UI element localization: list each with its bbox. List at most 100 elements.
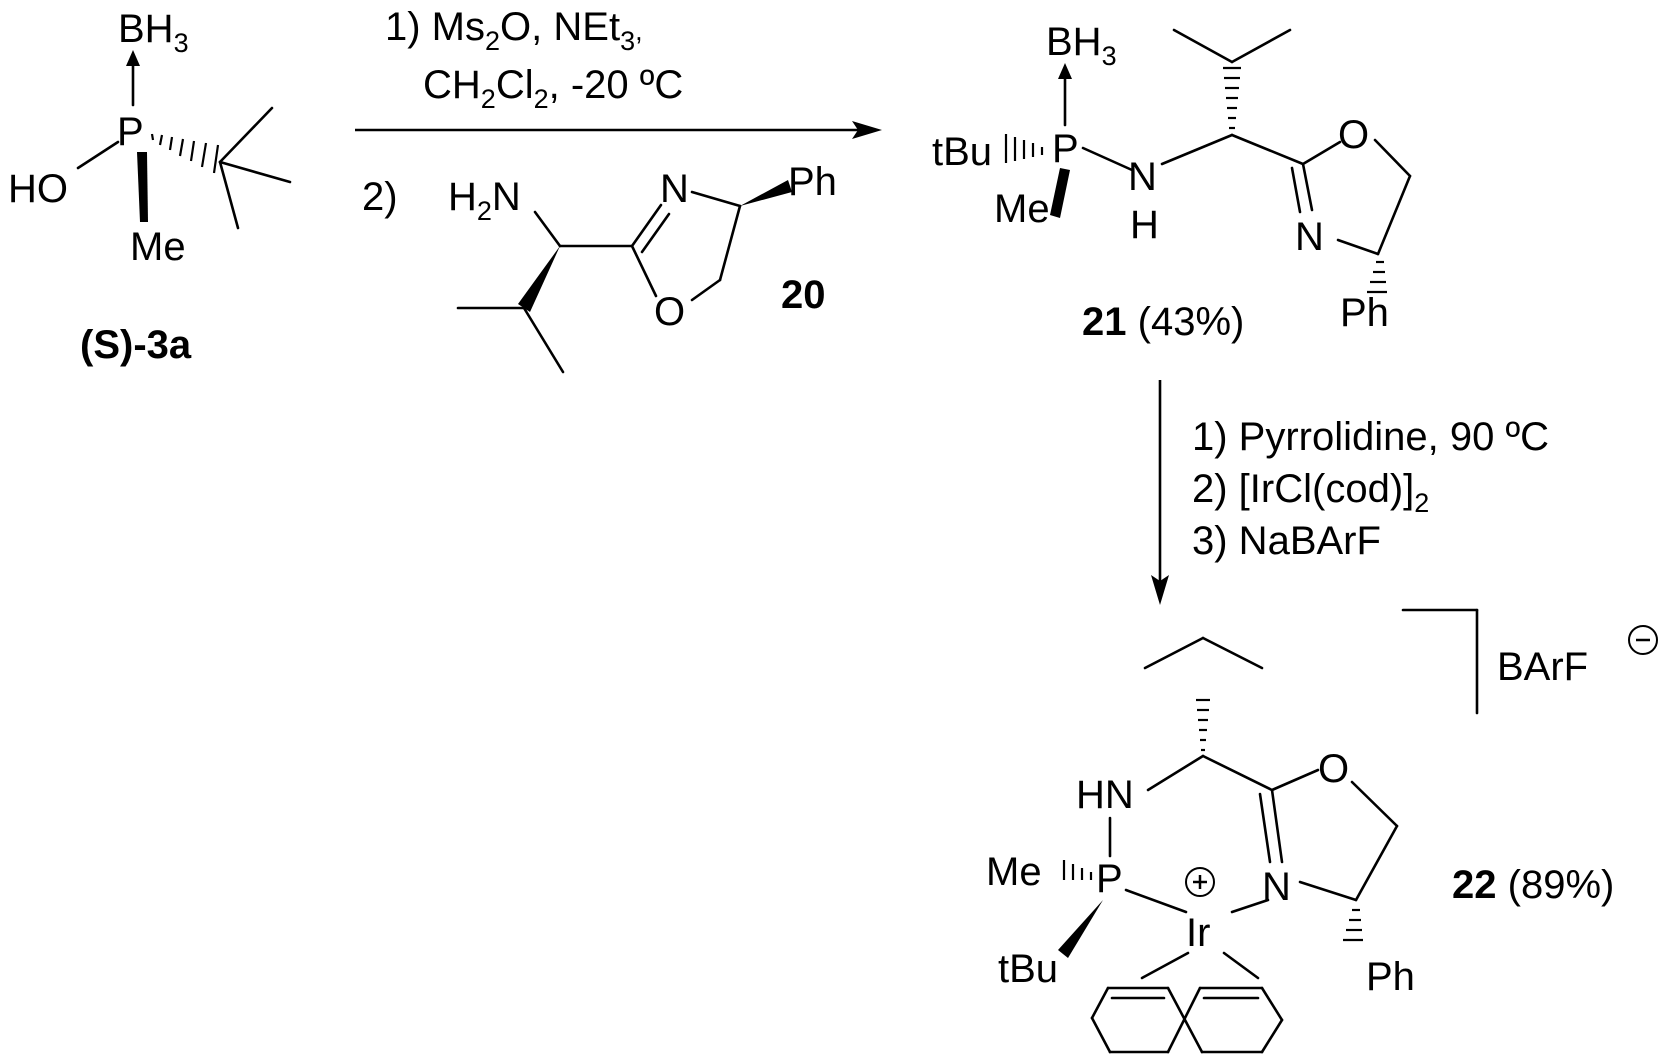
- p-tbu-wedge-22: [1058, 900, 1103, 958]
- ipr-methyl-bond-2-22: [1201, 636, 1264, 670]
- ipr-methyl-bond-2-21: [1230, 28, 1292, 64]
- ipr-methyl-bond-2: [522, 306, 565, 374]
- n3-c4-bond: [690, 190, 742, 208]
- compound-label-s-3a: (S)-3a: [80, 323, 192, 367]
- p-me-bold-bond: [137, 152, 148, 222]
- step-2-reagents: 1) Pyrrolidine, 90 ºC 2) [IrCl(cod)]2 3)…: [1192, 415, 1549, 563]
- o1-c5-bond-22: [1350, 780, 1399, 828]
- reagent-ch2cl2-temp: CH2Cl2, -20 ºC: [423, 63, 683, 114]
- calpha-ipr-wedge: [518, 246, 560, 312]
- c4-ph-hashed-bond-22: [1343, 908, 1363, 942]
- nh-n-label-21: N: [1128, 155, 1157, 199]
- ir-n-bond-22: [1230, 898, 1270, 914]
- step-1-reagents: 1) Ms2O, NEt3, CH2Cl2, -20 ºC 2): [362, 5, 683, 219]
- bh3-atom-label-21: BH3: [1046, 20, 1117, 71]
- c4-ph-wedge: [740, 180, 792, 206]
- tbu-label-21: tBu: [932, 130, 992, 174]
- reaction-arrow-2: [1151, 380, 1169, 605]
- c5-c4-bond-21: [1376, 174, 1412, 256]
- phenyl-label-22: Ph: [1366, 955, 1415, 999]
- c2-n3-double-bond-b-21: [1290, 166, 1302, 214]
- c2-n3-double-bond-a: [630, 203, 663, 248]
- c2-n3-double-bond-a-21: [1301, 162, 1314, 212]
- c5-o1-bond: [690, 278, 722, 302]
- reaction-arrow-1: [355, 121, 882, 139]
- c4-n3-bond-22: [1298, 880, 1358, 902]
- iridium-label-22: Ir: [1186, 911, 1210, 955]
- calpha-ipr-hashed-bond-21: [1223, 66, 1241, 130]
- oxazoline-o-label-22: O: [1318, 747, 1349, 791]
- calpha-c2-bond-22: [1201, 754, 1274, 792]
- phenyl-label-21: Ph: [1340, 291, 1389, 335]
- oxazoline-o-label-21: O: [1338, 113, 1369, 157]
- c5-c4-bond-22: [1354, 824, 1399, 902]
- phosphorus-atom-label-21: P: [1052, 127, 1079, 171]
- p-me-bold-bond-21: [1050, 168, 1070, 218]
- reagent-pyrrolidine: 1) Pyrrolidine, 90 ºC: [1192, 415, 1549, 459]
- calpha-n-bond-22: [1146, 754, 1205, 792]
- n-calpha-bond: [533, 210, 562, 248]
- c4-n3-bond-21: [1336, 238, 1380, 256]
- oxazoline-n-label-21: N: [1295, 215, 1324, 259]
- hn-label-22: HN: [1076, 773, 1134, 817]
- hydroxyl-atom-label: HO: [8, 167, 68, 211]
- dative-arrowhead: [126, 50, 140, 66]
- oxazoline-o-label: O: [654, 290, 685, 334]
- phenyl-label: Ph: [788, 160, 837, 204]
- c2-n3-double-bond-b: [640, 212, 671, 254]
- o1-c5-bond-21: [1373, 138, 1412, 178]
- n-calpha-bond-21: [1160, 133, 1234, 166]
- p-tbu-hashed-bond: [150, 133, 220, 174]
- compound-label-20: 20: [781, 273, 826, 317]
- calpha-c2-bond-21: [1230, 133, 1305, 166]
- ipr-methyl-bond-1-22: [1143, 636, 1205, 670]
- counterion-label: BArF: [1497, 645, 1588, 689]
- oxazoline-n-label: N: [660, 167, 689, 211]
- c2-o1-bond-22: [1270, 768, 1320, 792]
- ir-cod-bond-2: [1222, 951, 1260, 980]
- ipr-methyl-bond-1-21: [1172, 28, 1234, 64]
- ir-cod-bond-1: [1140, 951, 1190, 980]
- nh-h-label-21: H: [1130, 203, 1159, 247]
- oxazoline-n-label-22: N: [1262, 865, 1291, 909]
- phosphorus-label-22: P: [1096, 857, 1123, 901]
- tbu-label-22: tBu: [998, 947, 1058, 991]
- arrow-1-head: [852, 121, 882, 139]
- compound-22: BArF HN P Me tBu Ir: [986, 608, 1658, 1054]
- p-ir-bond-22: [1124, 888, 1188, 914]
- tbu-methyl-bond-3: [218, 160, 240, 230]
- c2-o1-bond-21: [1301, 140, 1342, 166]
- bh3-atom-label: BH3: [118, 7, 189, 58]
- compound-label-22: 22 (89%): [1452, 863, 1614, 907]
- reagent-step-2-number: 2): [362, 175, 398, 219]
- compound-21: BH3 P tBu Me N H O: [932, 20, 1412, 344]
- tbu-methyl-bond-1: [218, 106, 274, 164]
- reagent-ms2o-net3: 1) Ms2O, NEt3,: [385, 5, 643, 56]
- methyl-label-21: Me: [994, 187, 1050, 231]
- o1-c2-bond: [630, 244, 658, 298]
- amine-h2n-label: H2N: [448, 175, 521, 226]
- reagent-ircl-cod: 2) [IrCl(cod)]2: [1192, 467, 1429, 518]
- methyl-label-22: Me: [986, 850, 1042, 894]
- calpha-ipr-hashed-bond-22: [1196, 698, 1210, 752]
- arrow-2-head: [1151, 575, 1169, 605]
- phosphorus-atom-label: P: [117, 110, 144, 154]
- counterion-negative-charge: [1628, 625, 1658, 655]
- dative-arrowhead-21: [1058, 63, 1072, 79]
- methyl-atom-label: Me: [130, 225, 186, 269]
- c2-n3-double-bond-a-22: [1270, 788, 1284, 864]
- compound-20: H2N N O Ph 20: [448, 160, 837, 374]
- iridium-positive-charge: [1185, 867, 1215, 897]
- tbu-methyl-bond-2: [218, 160, 292, 184]
- reagent-nabarf: 3) NaBArF: [1192, 519, 1381, 563]
- p-tbu-hashed-bond-21: [1004, 134, 1044, 163]
- p-n-bond-21: [1081, 146, 1134, 172]
- cod-ligand: [1090, 986, 1284, 1054]
- c2-n3-double-bond-b-22: [1258, 792, 1272, 864]
- c4-c5-bond: [718, 204, 742, 282]
- p-oh-bond: [76, 140, 120, 170]
- compound-s-3a: BH3 P HO Me (S)-3a: [8, 7, 292, 367]
- c4-ph-hashed-bond-21: [1367, 260, 1387, 294]
- compound-label-21: 21 (43%): [1082, 300, 1244, 344]
